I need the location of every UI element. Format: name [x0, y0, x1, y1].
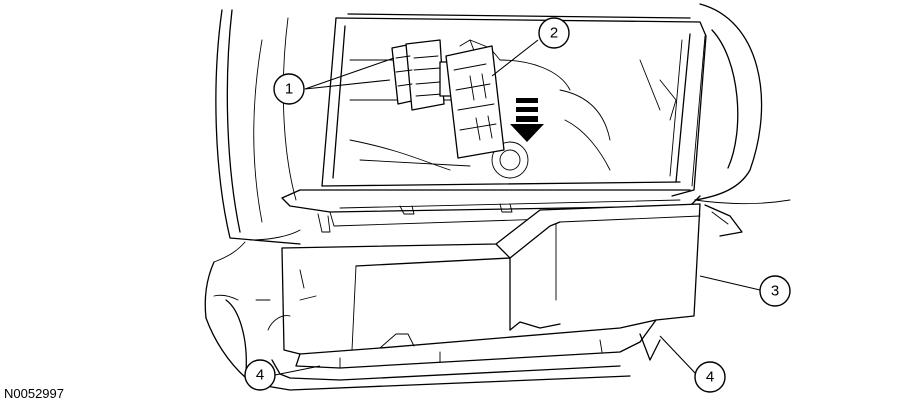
callout-1-label: 1	[285, 81, 293, 98]
right-panel-outline	[694, 3, 791, 237]
callout-1: 1	[273, 73, 305, 105]
callout-4-left: 4	[244, 359, 276, 391]
module-bracket	[445, 45, 505, 159]
callout-3: 3	[759, 275, 791, 307]
callout-2: 2	[538, 17, 570, 49]
direction-arrow	[510, 98, 544, 142]
glove-box-bin	[281, 203, 701, 369]
callout-4-right-label: 4	[706, 369, 714, 386]
dash-trim-outline	[213, 9, 301, 263]
leader-lines	[274, 39, 761, 376]
figure-id: N0052997	[4, 386, 64, 401]
connector-clips	[391, 39, 459, 111]
callout-4-left-label: 4	[256, 367, 264, 384]
callout-3-label: 3	[771, 283, 779, 300]
callout-4-right: 4	[694, 361, 726, 393]
callout-2-label: 2	[550, 25, 558, 42]
